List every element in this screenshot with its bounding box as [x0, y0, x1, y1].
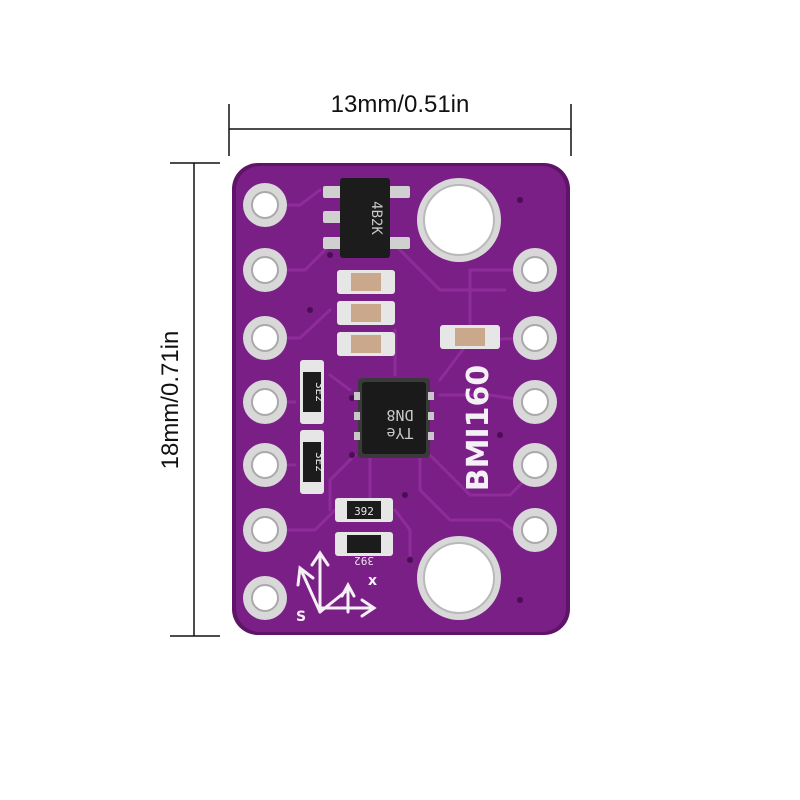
pin-hole	[243, 576, 287, 620]
mounting-hole-top	[417, 178, 501, 262]
board-title: BMI160	[461, 365, 496, 492]
side-resistor-upper-mark: 3E2	[313, 382, 326, 402]
side-resistor-lower-mark: 3E2	[313, 452, 326, 472]
height-label: 18mm/0.71in	[157, 331, 184, 470]
vias	[307, 197, 523, 603]
chip-mark-line2: TYe	[386, 424, 413, 442]
resistor-upper: 392	[335, 498, 393, 522]
mounting-hole-bottom	[417, 536, 501, 620]
axis-indicator	[296, 550, 377, 618]
pin-hole	[243, 380, 287, 424]
voltage-regulator: 4B2K	[323, 178, 410, 258]
side-resistor-lower: 3E2	[300, 430, 326, 494]
height-dimension: 18mm/0.71in	[157, 162, 220, 637]
pin-hole	[513, 316, 557, 360]
pin-hole	[243, 183, 287, 227]
pin-hole	[243, 508, 287, 552]
pin-hole	[243, 316, 287, 360]
bmi160-sensor-chip: DN8 TYe	[354, 378, 434, 458]
resistor-lower-mark: 392	[354, 554, 374, 567]
width-label: 13mm/0.51in	[331, 91, 470, 118]
capacitor	[440, 325, 500, 349]
right-header-pins	[513, 248, 557, 552]
pin-hole	[513, 248, 557, 292]
left-header-pins	[243, 183, 287, 620]
pcb-board: 4B2K 3E2 3E2	[232, 163, 570, 635]
pin-hole	[513, 380, 557, 424]
regulator-mark: 4B2K	[368, 201, 384, 235]
pin-hole	[513, 508, 557, 552]
axis-s-label: S	[296, 609, 306, 625]
pin-hole	[243, 443, 287, 487]
capacitor	[337, 301, 395, 325]
pin-hole	[513, 443, 557, 487]
chip-mark-line1: DN8	[386, 406, 413, 424]
width-dimension: 13mm/0.51in	[228, 91, 572, 156]
pin-hole	[243, 248, 287, 292]
resistor-upper-mark: 392	[354, 505, 374, 518]
capacitor	[337, 332, 395, 356]
capacitor	[337, 270, 395, 294]
axis-x-label: x	[368, 573, 377, 589]
side-resistor-upper: 3E2	[300, 360, 326, 424]
resistor-lower: 392	[335, 532, 393, 567]
